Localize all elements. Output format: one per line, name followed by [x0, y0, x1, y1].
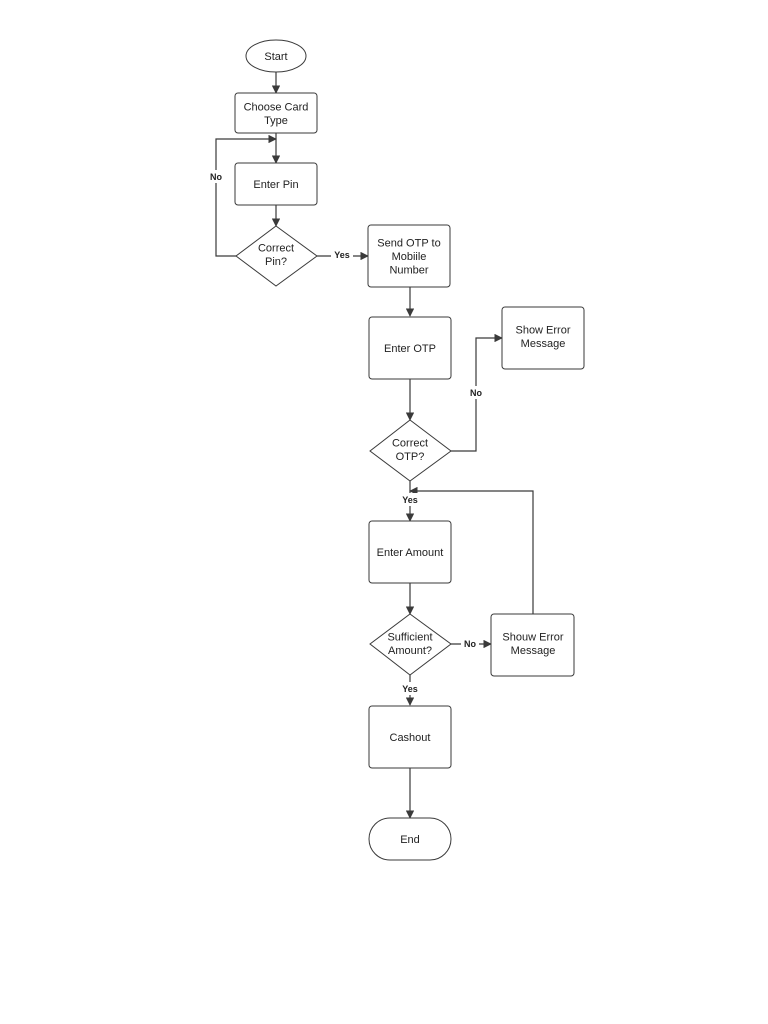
node-label-line: Enter OTP — [384, 343, 436, 355]
edge-label-amount-no: No — [464, 639, 476, 649]
node-label-line: Enter Pin — [253, 179, 298, 191]
edge-correct-pin-no-loop — [215, 134, 277, 257]
node-end[interactable]: End — [368, 817, 452, 861]
node-label: Enter Amount — [377, 547, 444, 559]
edge-label-pin-yes: Yes — [334, 250, 350, 260]
node-enter-otp[interactable]: Enter OTP — [368, 316, 452, 380]
edge-show-error-loop-back — [409, 486, 534, 614]
node-label-line: Correct — [392, 437, 428, 449]
node-label-line: Cashout — [390, 732, 431, 744]
node-label-line: Number — [389, 265, 428, 277]
node-label-line: Amount? — [388, 645, 432, 657]
node-cashout[interactable]: Cashout — [368, 705, 452, 769]
node-label: End — [400, 834, 420, 846]
node-label-line: Message — [521, 338, 566, 350]
node-label: Start — [264, 51, 287, 63]
node-enter-amount[interactable]: Enter Amount — [368, 520, 452, 584]
edge-label-otp-no: No — [470, 388, 482, 398]
node-label-line: Choose Card — [244, 101, 309, 113]
edge-label-amount-yes: Yes — [402, 684, 418, 694]
node-label-line: Correct — [258, 242, 294, 254]
node-label: Enter Pin — [253, 179, 298, 191]
node-start[interactable]: Start — [245, 39, 307, 73]
node-label-line: Start — [264, 51, 287, 63]
node-label-line: Mobiile — [392, 251, 427, 263]
node-label-line: Enter Amount — [377, 547, 444, 559]
node-label-line: Show Error — [515, 324, 570, 336]
node-label: Cashout — [390, 732, 431, 744]
node-label-line: Shouw Error — [502, 631, 563, 643]
edge-label-otp-yes: Yes — [402, 495, 418, 505]
node-label-line: OTP? — [396, 451, 425, 463]
node-label-line: Message — [511, 645, 556, 657]
node-label-line: End — [400, 834, 420, 846]
edge-label-pin-no: No — [210, 172, 222, 182]
node-label-line: Send OTP to — [377, 238, 440, 250]
node-label-line: Sufficient — [387, 631, 432, 643]
node-enter-pin[interactable]: Enter Pin — [234, 162, 318, 206]
node-label: Enter OTP — [384, 343, 436, 355]
node-label-line: Pin? — [265, 256, 287, 268]
node-label-line: Type — [264, 115, 288, 127]
edge-labels: No Yes No Yes No Yes — [207, 170, 485, 695]
